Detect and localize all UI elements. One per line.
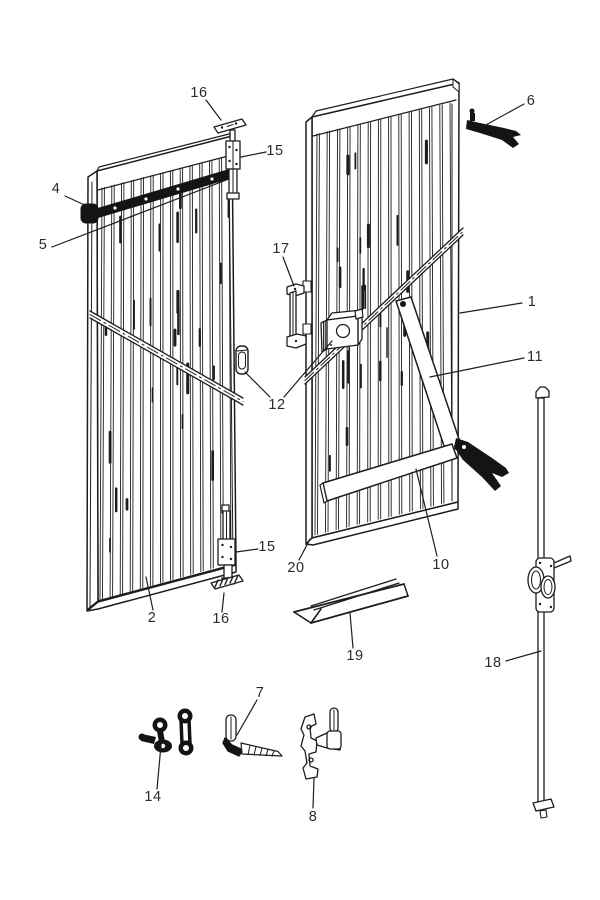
- leader-line-2: [145, 576, 154, 611]
- leader-line-7: [236, 699, 258, 736]
- part-label-14: 14: [144, 789, 162, 805]
- horizontal-ledge: [319, 443, 458, 504]
- leader-line-16-bottom: [221, 592, 225, 613]
- leader-line-11: [429, 357, 525, 378]
- right-door-planks: [314, 102, 453, 536]
- leader-line-8: [312, 777, 315, 809]
- leader-line-14: [156, 744, 162, 790]
- leader-line-4: [64, 195, 90, 208]
- part-label-6: 6: [526, 93, 536, 109]
- part-label-12: 12: [268, 397, 286, 413]
- hinge-pin-screw: [222, 714, 283, 757]
- part-label-1: 1: [527, 294, 537, 310]
- pull-handle: [286, 283, 307, 349]
- hinge-bracket-middle: [454, 438, 509, 491]
- part-label-17: 17: [272, 241, 290, 257]
- leader-line-15-bottom: [235, 548, 259, 553]
- part-label-16-top: 16: [190, 85, 208, 101]
- leader-line-18: [505, 650, 542, 662]
- leader-lines: [51, 99, 542, 809]
- part-label-15-bottom: 15: [258, 539, 276, 555]
- left-door-planks: [99, 155, 232, 601]
- lock-box: [320, 308, 364, 353]
- lock-keeper: [235, 345, 249, 375]
- threshold-strip: [293, 578, 409, 624]
- left-door-brace-line: [89, 310, 244, 406]
- leader-line-16-top: [205, 99, 222, 121]
- leader-line-17: [282, 256, 295, 287]
- leader-line-20: [298, 538, 311, 561]
- hinge-pin-cap: [80, 203, 99, 224]
- leader-line-1: [459, 302, 523, 314]
- part-label-16-bottom: 16: [212, 611, 230, 627]
- locking-rod: [527, 386, 572, 819]
- leader-line-12-keeper: [244, 371, 271, 398]
- striker-plate-top: [213, 118, 247, 134]
- leader-line-6: [483, 103, 525, 127]
- leader-line-10: [415, 468, 438, 557]
- part-label-15-top: 15: [266, 143, 284, 159]
- part-label-8: 8: [308, 809, 318, 825]
- part-label-10: 10: [432, 557, 450, 573]
- hinge-links: [138, 708, 194, 756]
- part-label-5: 5: [38, 237, 48, 253]
- leader-line-19: [349, 612, 354, 649]
- part-label-19: 19: [346, 648, 364, 664]
- slide-bolt-top: [225, 129, 241, 200]
- part-label-7: 7: [255, 685, 265, 701]
- part-label-20: 20: [287, 560, 305, 576]
- hinge-bracket-top: [466, 108, 521, 148]
- part-label-11: 11: [526, 349, 544, 365]
- part-label-4: 4: [51, 181, 61, 197]
- striker-plate-bottom: [210, 574, 244, 590]
- leader-line-5: [51, 178, 230, 248]
- part-label-18: 18: [484, 655, 502, 671]
- leader-line-15-top: [240, 151, 267, 158]
- leader-line-12-lock: [283, 340, 333, 398]
- hinge-bracket-plate: [300, 707, 342, 780]
- part-label-2: 2: [147, 610, 157, 626]
